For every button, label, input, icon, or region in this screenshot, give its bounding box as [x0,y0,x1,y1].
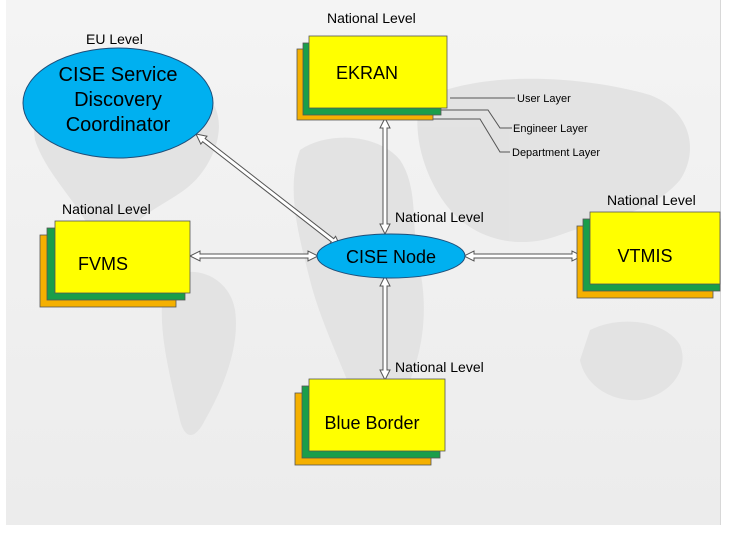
eu-level-label: EU Level [86,31,143,47]
fvms-box-stack[interactable]: FVMS [39,220,191,308]
coordinator-line-2: Discovery [74,89,162,111]
fvms-label: FVMS [78,254,128,274]
vtmis-box-stack[interactable]: VTMIS [576,211,721,299]
australia-shape [580,321,683,401]
coordinator-line-3: Coordinator [66,114,171,136]
cise-node-label: CISE Node [346,247,436,267]
ekran-box-stack[interactable]: EKRAN [296,35,448,121]
south-america-shape [161,271,236,435]
coordinator-ellipse [22,47,214,159]
asia-shape [417,78,690,243]
engineer-layer-label: Engineer Layer [513,123,588,135]
vtmis-front-layer [589,211,721,285]
fvms-front-layer [54,220,191,294]
national-level-label-top: National Level [327,10,416,26]
national-level-label-right: National Level [607,192,696,208]
national-level-label-center: National Level [395,209,484,225]
connector-node-to-vtmis [462,250,584,262]
national-level-label-left: National Level [62,201,151,217]
national-level-label-bottom: National Level [395,359,484,375]
connectors [188,116,584,382]
connector-fvms-to-node [188,250,320,262]
blue-border-label: Blue Border [324,413,419,433]
vtmis-label: VTMIS [617,246,672,266]
coordinator-line-1: CISE Service [59,64,178,86]
user-layer-label: User Layer [517,93,571,105]
department-layer-line [432,118,510,153]
engineer-layer-line [438,109,512,129]
ekran-label: EKRAN [336,63,398,83]
cise-node[interactable]: CISE Node [316,233,466,279]
europe-africa-shape [293,137,424,423]
ekran-front-layer [308,35,448,109]
department-layer-label: Department Layer [512,147,600,159]
cise-service-discovery-coordinator[interactable]: CISE Service Discovery Coordinator [22,47,214,159]
blue-border-box-stack[interactable]: Blue Border [294,378,446,466]
layer-leader-lines [432,97,515,153]
blue-border-front-layer [308,378,446,452]
cise-node-ellipse [316,233,466,279]
